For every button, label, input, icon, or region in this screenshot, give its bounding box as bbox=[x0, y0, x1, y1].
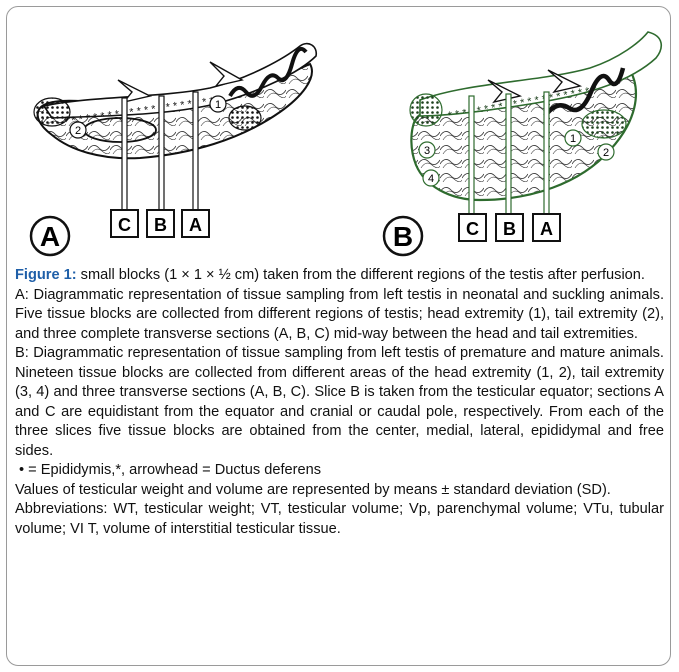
tail-region-dots bbox=[582, 110, 626, 138]
section-rod-b bbox=[506, 94, 511, 214]
tail-region-dots bbox=[229, 106, 261, 130]
section-rod-a bbox=[193, 92, 198, 210]
caption-abbreviations: Abbreviations: WT, testicular weight; VT… bbox=[15, 500, 664, 539]
caption-panel-b-description: B: Diagrammatic representation of tissue… bbox=[15, 344, 664, 461]
section-box-label: C bbox=[118, 215, 131, 235]
region-number: 2 bbox=[603, 147, 609, 159]
region-number: 1 bbox=[215, 99, 221, 111]
panel-label: A bbox=[40, 221, 60, 252]
caption-title-text: small blocks (1 × 1 × ½ cm) taken from t… bbox=[77, 267, 645, 283]
panel-b-diagram: * * * * * * * * * * * * * * * * * * * * … bbox=[384, 32, 661, 255]
head-region-dots bbox=[34, 98, 70, 126]
figure-caption: Figure 1: small blocks (1 × 1 × ½ cm) ta… bbox=[15, 266, 664, 539]
section-box-label: B bbox=[154, 215, 167, 235]
section-box-label: C bbox=[466, 219, 479, 239]
caption-symbol-legend: • = Epididymis,*, arrowhead = Ductus def… bbox=[15, 461, 664, 481]
panel-a-diagram: * * * * * * * * * * * * * * * * * * * * … bbox=[31, 44, 316, 255]
region-number: 4 bbox=[428, 173, 434, 185]
section-box-label: A bbox=[189, 215, 202, 235]
section-rod-b bbox=[159, 96, 164, 210]
caption-panel-a-description: A: Diagrammatic representation of tissue… bbox=[15, 286, 664, 345]
section-rod-a bbox=[544, 92, 549, 214]
caption-title: Figure 1: small blocks (1 × 1 × ½ cm) ta… bbox=[15, 266, 664, 286]
section-box-label: A bbox=[540, 219, 553, 239]
figure-illustration: * * * * * * * * * * * * * * * * * * * * … bbox=[0, 0, 679, 262]
region-number: 2 bbox=[75, 125, 81, 137]
region-number: 3 bbox=[424, 145, 430, 157]
panel-label: B bbox=[393, 221, 413, 252]
region-number: 1 bbox=[570, 133, 576, 145]
section-box-label: B bbox=[503, 219, 516, 239]
section-rod-c bbox=[469, 96, 474, 214]
head-region-dots bbox=[410, 94, 442, 126]
figure-label: Figure 1: bbox=[15, 267, 77, 283]
caption-values-note: Values of testicular weight and volume a… bbox=[15, 481, 664, 501]
section-rod-c bbox=[122, 98, 127, 210]
